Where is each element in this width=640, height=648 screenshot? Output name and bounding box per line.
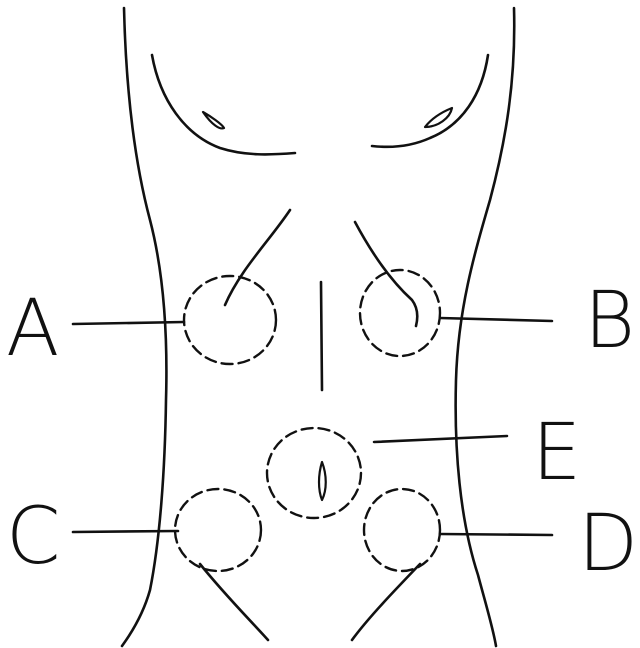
region-label-a[interactable]: A xyxy=(6,284,60,374)
region-a-circle[interactable] xyxy=(182,274,278,366)
leader-line-d xyxy=(438,532,554,537)
left-groin-line xyxy=(198,562,270,642)
leader-line-e xyxy=(372,434,509,444)
right-groin-line xyxy=(350,562,422,642)
midline xyxy=(319,280,324,392)
region-b-circle[interactable] xyxy=(358,268,442,358)
region-c-circle[interactable] xyxy=(173,487,263,573)
right-rib-line xyxy=(353,220,419,328)
right-nipple xyxy=(423,106,454,129)
region-label-d[interactable]: D xyxy=(578,499,639,589)
torso-left-outline xyxy=(120,6,168,648)
left-nipple xyxy=(201,110,226,130)
left-rib-line xyxy=(223,208,292,307)
torso-right-outline xyxy=(454,6,516,648)
left-pectoral-line xyxy=(150,53,297,156)
region-e-circle[interactable] xyxy=(265,426,363,520)
region-d-circle[interactable] xyxy=(362,487,442,573)
region-label-c[interactable]: C xyxy=(6,492,61,582)
leader-line-b xyxy=(438,316,554,323)
region-label-b[interactable]: B xyxy=(584,276,636,366)
region-label-e[interactable]: E xyxy=(532,408,582,498)
leader-line-c xyxy=(71,529,180,534)
navel xyxy=(317,460,327,502)
right-pectoral-line xyxy=(370,53,490,149)
leader-line-a xyxy=(71,320,186,326)
